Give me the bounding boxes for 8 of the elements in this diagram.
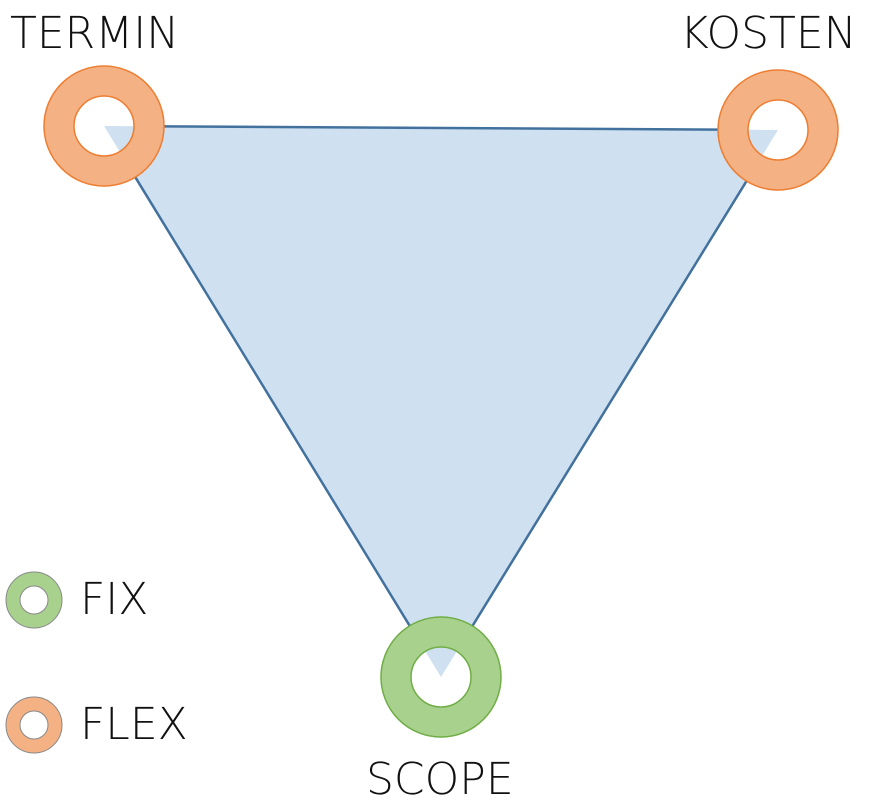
triangle-side [164,125,718,131]
corner-label: TERMIN [10,12,180,56]
legend-label: FLEX [80,703,188,747]
triangle-side [471,180,748,627]
corner-label: KOSTEN [680,12,857,56]
legend-label: FIX [80,578,148,622]
triangle-side [134,176,411,626]
corner-label: SCOPE [366,758,514,802]
